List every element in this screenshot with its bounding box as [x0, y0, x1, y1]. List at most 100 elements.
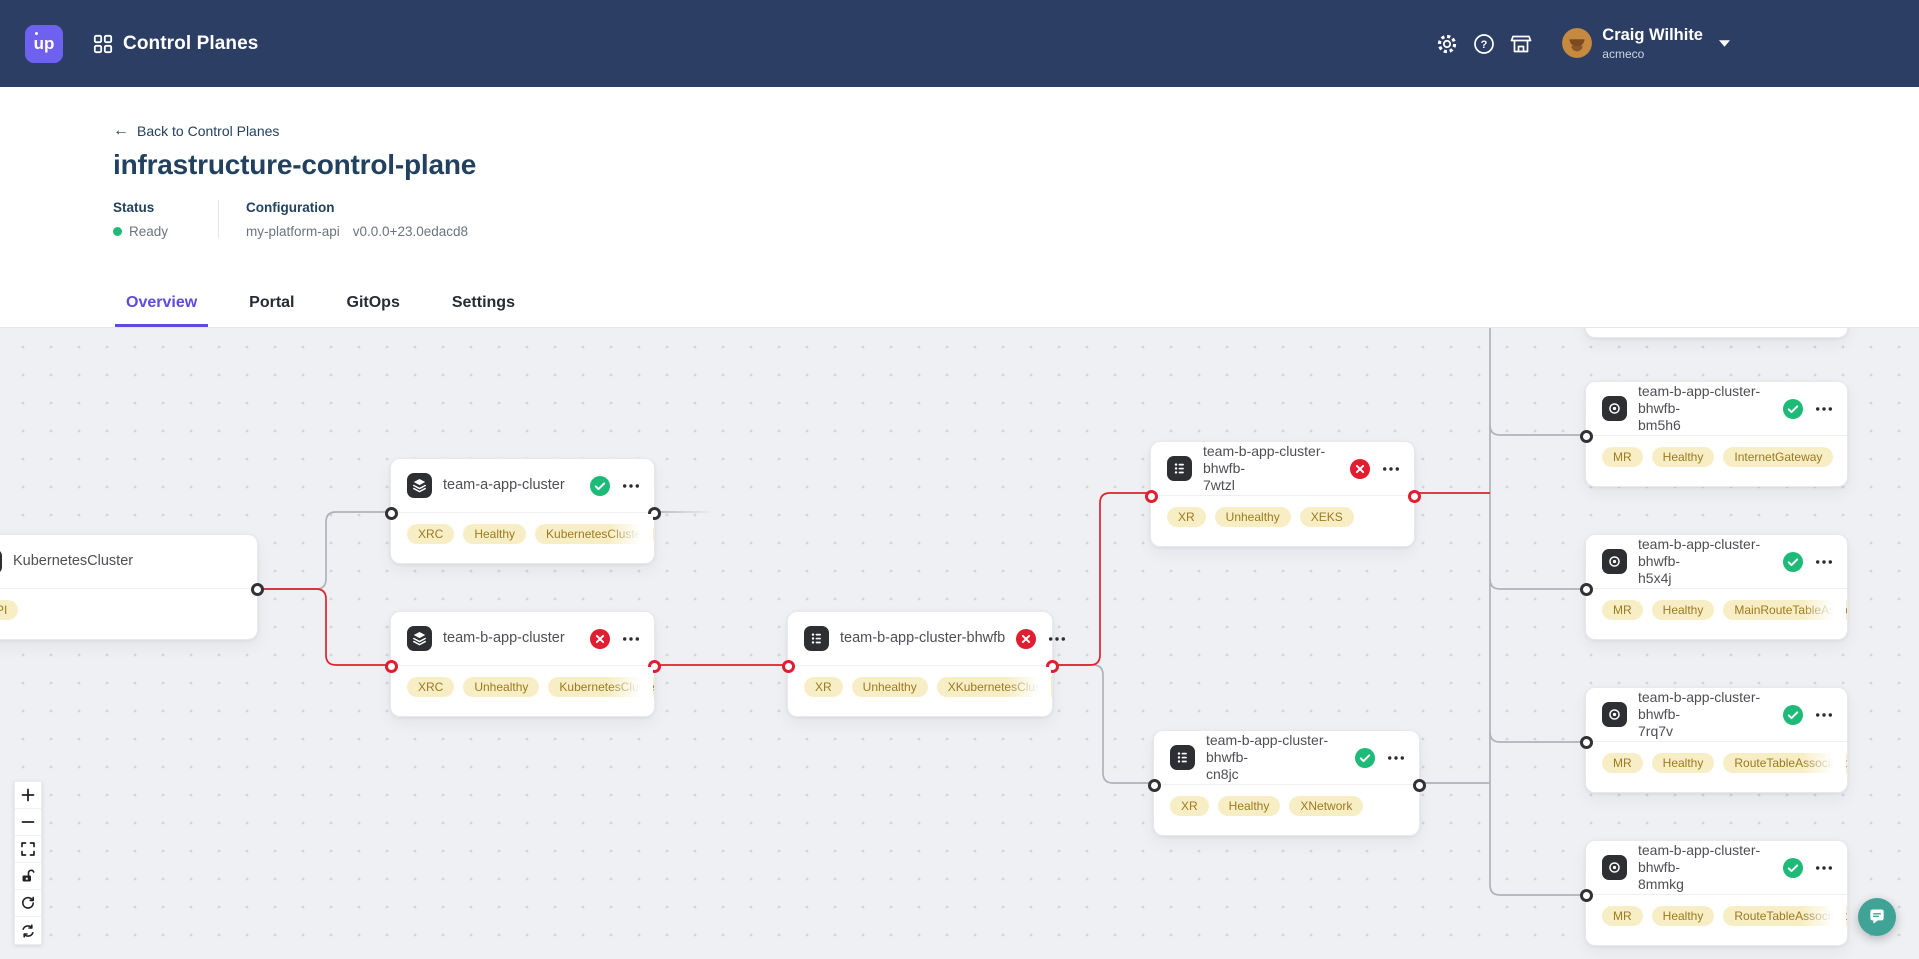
node-label: team-b-app-cluster-bhwfb-7rq7v	[1638, 688, 1761, 740]
node-label: team-b-app-cluster-bhwfb	[840, 629, 1006, 646]
node-menu-button[interactable]	[1386, 752, 1406, 764]
node-menu-button[interactable]	[1381, 463, 1401, 475]
node-card-partial[interactable]	[1585, 328, 1848, 338]
configuration-name: my-platform-api	[246, 224, 340, 239]
source-handle[interactable]	[1045, 659, 1059, 673]
healthy-status-icon	[1783, 857, 1803, 878]
node-badge: XR	[804, 677, 843, 697]
source-handle[interactable]	[1412, 778, 1426, 792]
node-badge: Unhealthy	[463, 677, 540, 697]
healthy-status-icon	[1783, 704, 1803, 725]
node-menu-button[interactable]	[621, 480, 641, 492]
source-handle[interactable]	[647, 659, 661, 673]
node-badge: Unhealthy	[851, 677, 928, 697]
avatar	[1562, 28, 1593, 59]
tab-bar: Overview Portal GitOps Settings	[115, 294, 526, 327]
k8s-icon: K	[0, 549, 2, 574]
target-handle[interactable]	[1144, 489, 1158, 503]
healthy-status-icon	[590, 475, 610, 496]
node-card-kubernetescluster[interactable]: KKubernetesClusterAPI	[0, 534, 264, 640]
zoom-out-button[interactable]	[15, 809, 41, 836]
resource-graph-canvas[interactable]: KKubernetesClusterAPIteam-a-app-clusterX…	[0, 327, 1919, 959]
node-badge: XKubernetesCluster	[936, 677, 1052, 697]
node-badge: MR	[1602, 600, 1643, 620]
node-badge: XRC	[407, 524, 455, 544]
target-handle[interactable]	[384, 506, 398, 520]
meta-divider	[218, 200, 219, 239]
unlock-button[interactable]	[15, 863, 41, 890]
source-handle[interactable]	[647, 506, 661, 520]
source-handle[interactable]	[250, 582, 264, 596]
node-label: team-b-app-cluster-bhwfb-bm5h6	[1638, 382, 1761, 434]
node-label: team-b-app-cluster-bhwfb-7wtzl	[1203, 442, 1326, 494]
logo-dot	[35, 31, 38, 35]
xr-icon	[804, 626, 829, 651]
node-label: team-b-app-cluster	[443, 629, 565, 646]
node-menu-button[interactable]	[621, 633, 641, 645]
upbound-logo[interactable]: up	[25, 24, 63, 63]
user-name: Craig Wilhite	[1602, 26, 1703, 45]
target-handle[interactable]	[781, 659, 795, 673]
configuration-version: v0.0.0+23.0edacd8	[352, 224, 469, 239]
node-label: team-a-app-cluster	[443, 476, 565, 493]
back-link[interactable]: ← Back to Control Planes	[113, 122, 279, 140]
mr-icon	[1602, 549, 1627, 574]
node-badge: RouteTableAssociation	[1723, 753, 1847, 773]
relayout-button[interactable]	[15, 917, 41, 944]
mr-icon	[1602, 396, 1627, 421]
logo-text: up	[33, 33, 55, 53]
chat-launcher[interactable]	[1858, 898, 1896, 936]
reset-view-button[interactable]	[15, 890, 41, 917]
node-menu-button[interactable]	[1814, 556, 1834, 568]
node-badge: MR	[1602, 906, 1643, 926]
node-menu-button[interactable]	[1814, 709, 1834, 721]
node-label: KubernetesCluster	[13, 552, 134, 569]
edge-k8scluster-team-a	[258, 511, 390, 590]
node-badge: XR	[1167, 507, 1206, 527]
target-handle[interactable]	[1147, 778, 1161, 792]
target-handle[interactable]	[1579, 429, 1593, 443]
user-menu[interactable]: Craig Wilhite acmeco	[1562, 26, 1730, 61]
help-icon[interactable]: ?	[1472, 32, 1496, 56]
node-badge: MR	[1602, 753, 1643, 773]
node-menu-button[interactable]	[1814, 403, 1834, 415]
back-arrow-icon: ←	[113, 122, 129, 139]
unhealthy-status-icon	[590, 628, 610, 649]
node-badge: Healthy	[1651, 906, 1715, 926]
target-handle[interactable]	[1579, 735, 1593, 749]
node-badge: MainRouteTableAssociation	[1723, 600, 1847, 620]
node-badge: InternetGateway	[1723, 447, 1834, 467]
settings-gear-icon[interactable]	[1435, 32, 1459, 56]
svg-text:?: ?	[1481, 39, 1488, 51]
target-handle[interactable]	[384, 659, 398, 673]
fit-view-button[interactable]	[15, 836, 41, 863]
node-menu-button[interactable]	[1814, 862, 1834, 874]
tab-overview[interactable]: Overview	[115, 294, 209, 327]
marketplace-store-icon[interactable]	[1509, 32, 1533, 56]
node-label: team-b-app-cluster-bhwfb-cn8jc	[1206, 731, 1329, 783]
tab-gitops[interactable]: GitOps	[336, 294, 411, 327]
tab-portal[interactable]: Portal	[238, 294, 305, 327]
tab-settings[interactable]: Settings	[441, 294, 526, 327]
status-label: Status	[113, 200, 155, 215]
node-badge: Unhealthy	[1214, 507, 1291, 527]
mr-icon	[1602, 702, 1627, 727]
xr-icon	[1167, 456, 1192, 481]
node-badge: XEKS	[1299, 507, 1354, 527]
node-badge: Healthy	[1651, 600, 1715, 620]
target-handle[interactable]	[1579, 582, 1593, 596]
target-handle[interactable]	[1579, 888, 1593, 902]
node-menu-button[interactable]	[1047, 633, 1067, 645]
node-badge: KubernetesCluster	[548, 677, 654, 697]
source-handle[interactable]	[1407, 489, 1421, 503]
zoom-in-button[interactable]	[15, 782, 41, 809]
